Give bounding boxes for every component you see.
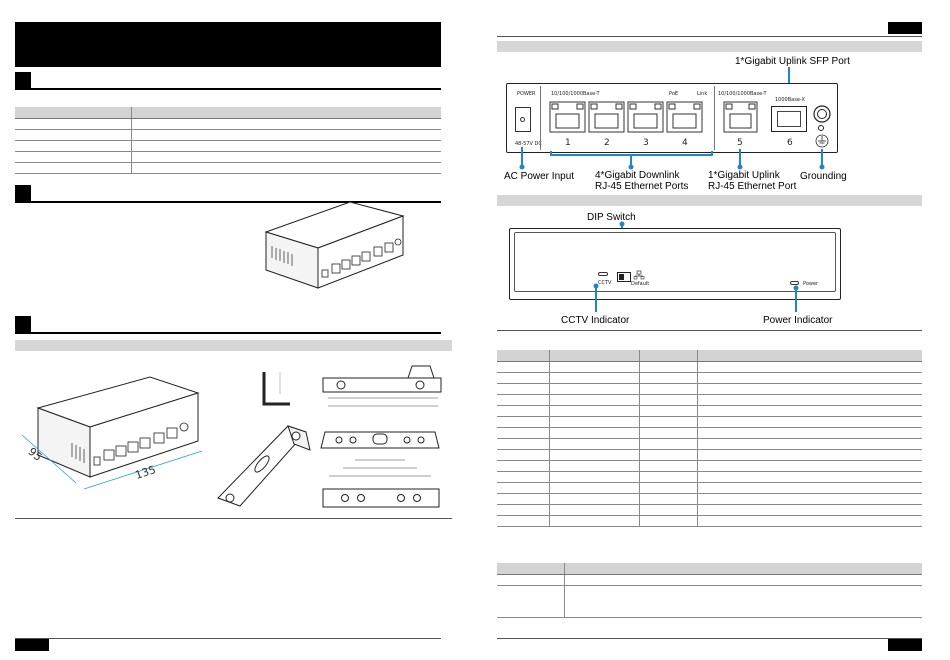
switch-dimension-drawing [21, 376, 203, 490]
rj45-uplink-port [723, 101, 758, 133]
header-rule-right [497, 36, 922, 37]
power-led [790, 281, 799, 285]
uplink-callout-line1: 1*Gigabit Uplink [708, 170, 780, 181]
footer-rule-right [497, 638, 922, 639]
rear-panel [509, 228, 841, 300]
led-indicator-icon [818, 125, 824, 131]
section-rule-1 [15, 88, 441, 90]
bracket-flat-drawing [322, 488, 440, 508]
led-table [497, 350, 922, 527]
rear-panel-inset [514, 232, 836, 292]
rear-section-end-rule [497, 330, 922, 331]
front-callout-lines [519, 147, 825, 170]
cctv-indicator-callout: CCTV Indicator [561, 315, 630, 326]
bracket-top-drawing [322, 365, 442, 407]
switch-product-image [264, 201, 405, 289]
section-marker-2 [15, 185, 31, 201]
downlink-callout-line1: 4*Gigabit Downlink [595, 170, 680, 181]
poe-label: PoE [669, 91, 679, 97]
power-jack-hole [520, 117, 525, 122]
port-number-4: 4 [682, 138, 688, 148]
spec-table-left [15, 107, 441, 174]
title-banner [15, 22, 441, 67]
downlink-callout-line2: RJ-45 Ethernet Ports [595, 181, 689, 192]
sfp-label: 1000Base-X [775, 97, 805, 103]
bracket-iso-drawing [217, 425, 311, 507]
page-number-box-left [15, 639, 49, 651]
link-label: Link [697, 91, 708, 97]
section-bar-front-panel [497, 41, 922, 52]
header-tab-right [888, 22, 922, 34]
dip-switch-knob [619, 274, 624, 280]
rear-power-label: Power [803, 281, 819, 287]
footer-rule-left [15, 638, 441, 639]
bracket-side-drawing [262, 372, 290, 406]
grounding-screw-icon [813, 105, 831, 123]
dip-table [497, 563, 922, 618]
port-number-3: 3 [643, 138, 649, 148]
port-number-6: 6 [787, 138, 793, 148]
section-bar-dimensions [15, 340, 452, 351]
section-bar-rear-panel [497, 195, 922, 206]
uplink-rj45-label: 10/100/1000Base-T [718, 91, 767, 97]
bracket-front-drawing [320, 431, 440, 477]
sfp-port-inner [777, 111, 801, 127]
dip-switch-label: DIP Switch [587, 212, 636, 223]
voltage-label: 48-57V DC [515, 141, 542, 147]
section-marker-1 [15, 72, 31, 88]
ground-symbol-icon [815, 134, 829, 148]
rj45-downlink-ports [549, 101, 703, 133]
port-number-1: 1 [565, 138, 571, 148]
power-indicator-callout: Power Indicator [763, 315, 833, 326]
default-label: Default [631, 281, 650, 287]
cctv-led [598, 272, 608, 276]
port-number-5: 5 [737, 138, 743, 148]
cctv-label: CCTV [598, 280, 612, 286]
network-icon [633, 270, 645, 280]
section-marker-3 [15, 316, 31, 332]
power-label: POWER [517, 91, 536, 97]
panel-divider-2 [714, 86, 715, 150]
power-jack [515, 107, 531, 132]
section-rule-3 [15, 332, 441, 334]
dip-switch-toggle [617, 272, 631, 282]
sfp-port-label: 1*Gigabit Uplink SFP Port [735, 56, 850, 67]
grounding-callout: Grounding [800, 171, 847, 182]
panel-divider [540, 86, 541, 150]
page-number-box-right [888, 639, 922, 651]
port-number-2: 2 [604, 138, 610, 148]
ac-power-callout: AC Power Input [504, 171, 575, 182]
uplink-callout-line2: RJ-45 Ethernet Port [708, 181, 797, 192]
section-rule-2 [15, 201, 441, 203]
downlink-group-label: 10/100/1000Base-T [551, 91, 600, 97]
rear-callout-lines [593, 283, 799, 312]
section-end-rule [15, 518, 452, 519]
